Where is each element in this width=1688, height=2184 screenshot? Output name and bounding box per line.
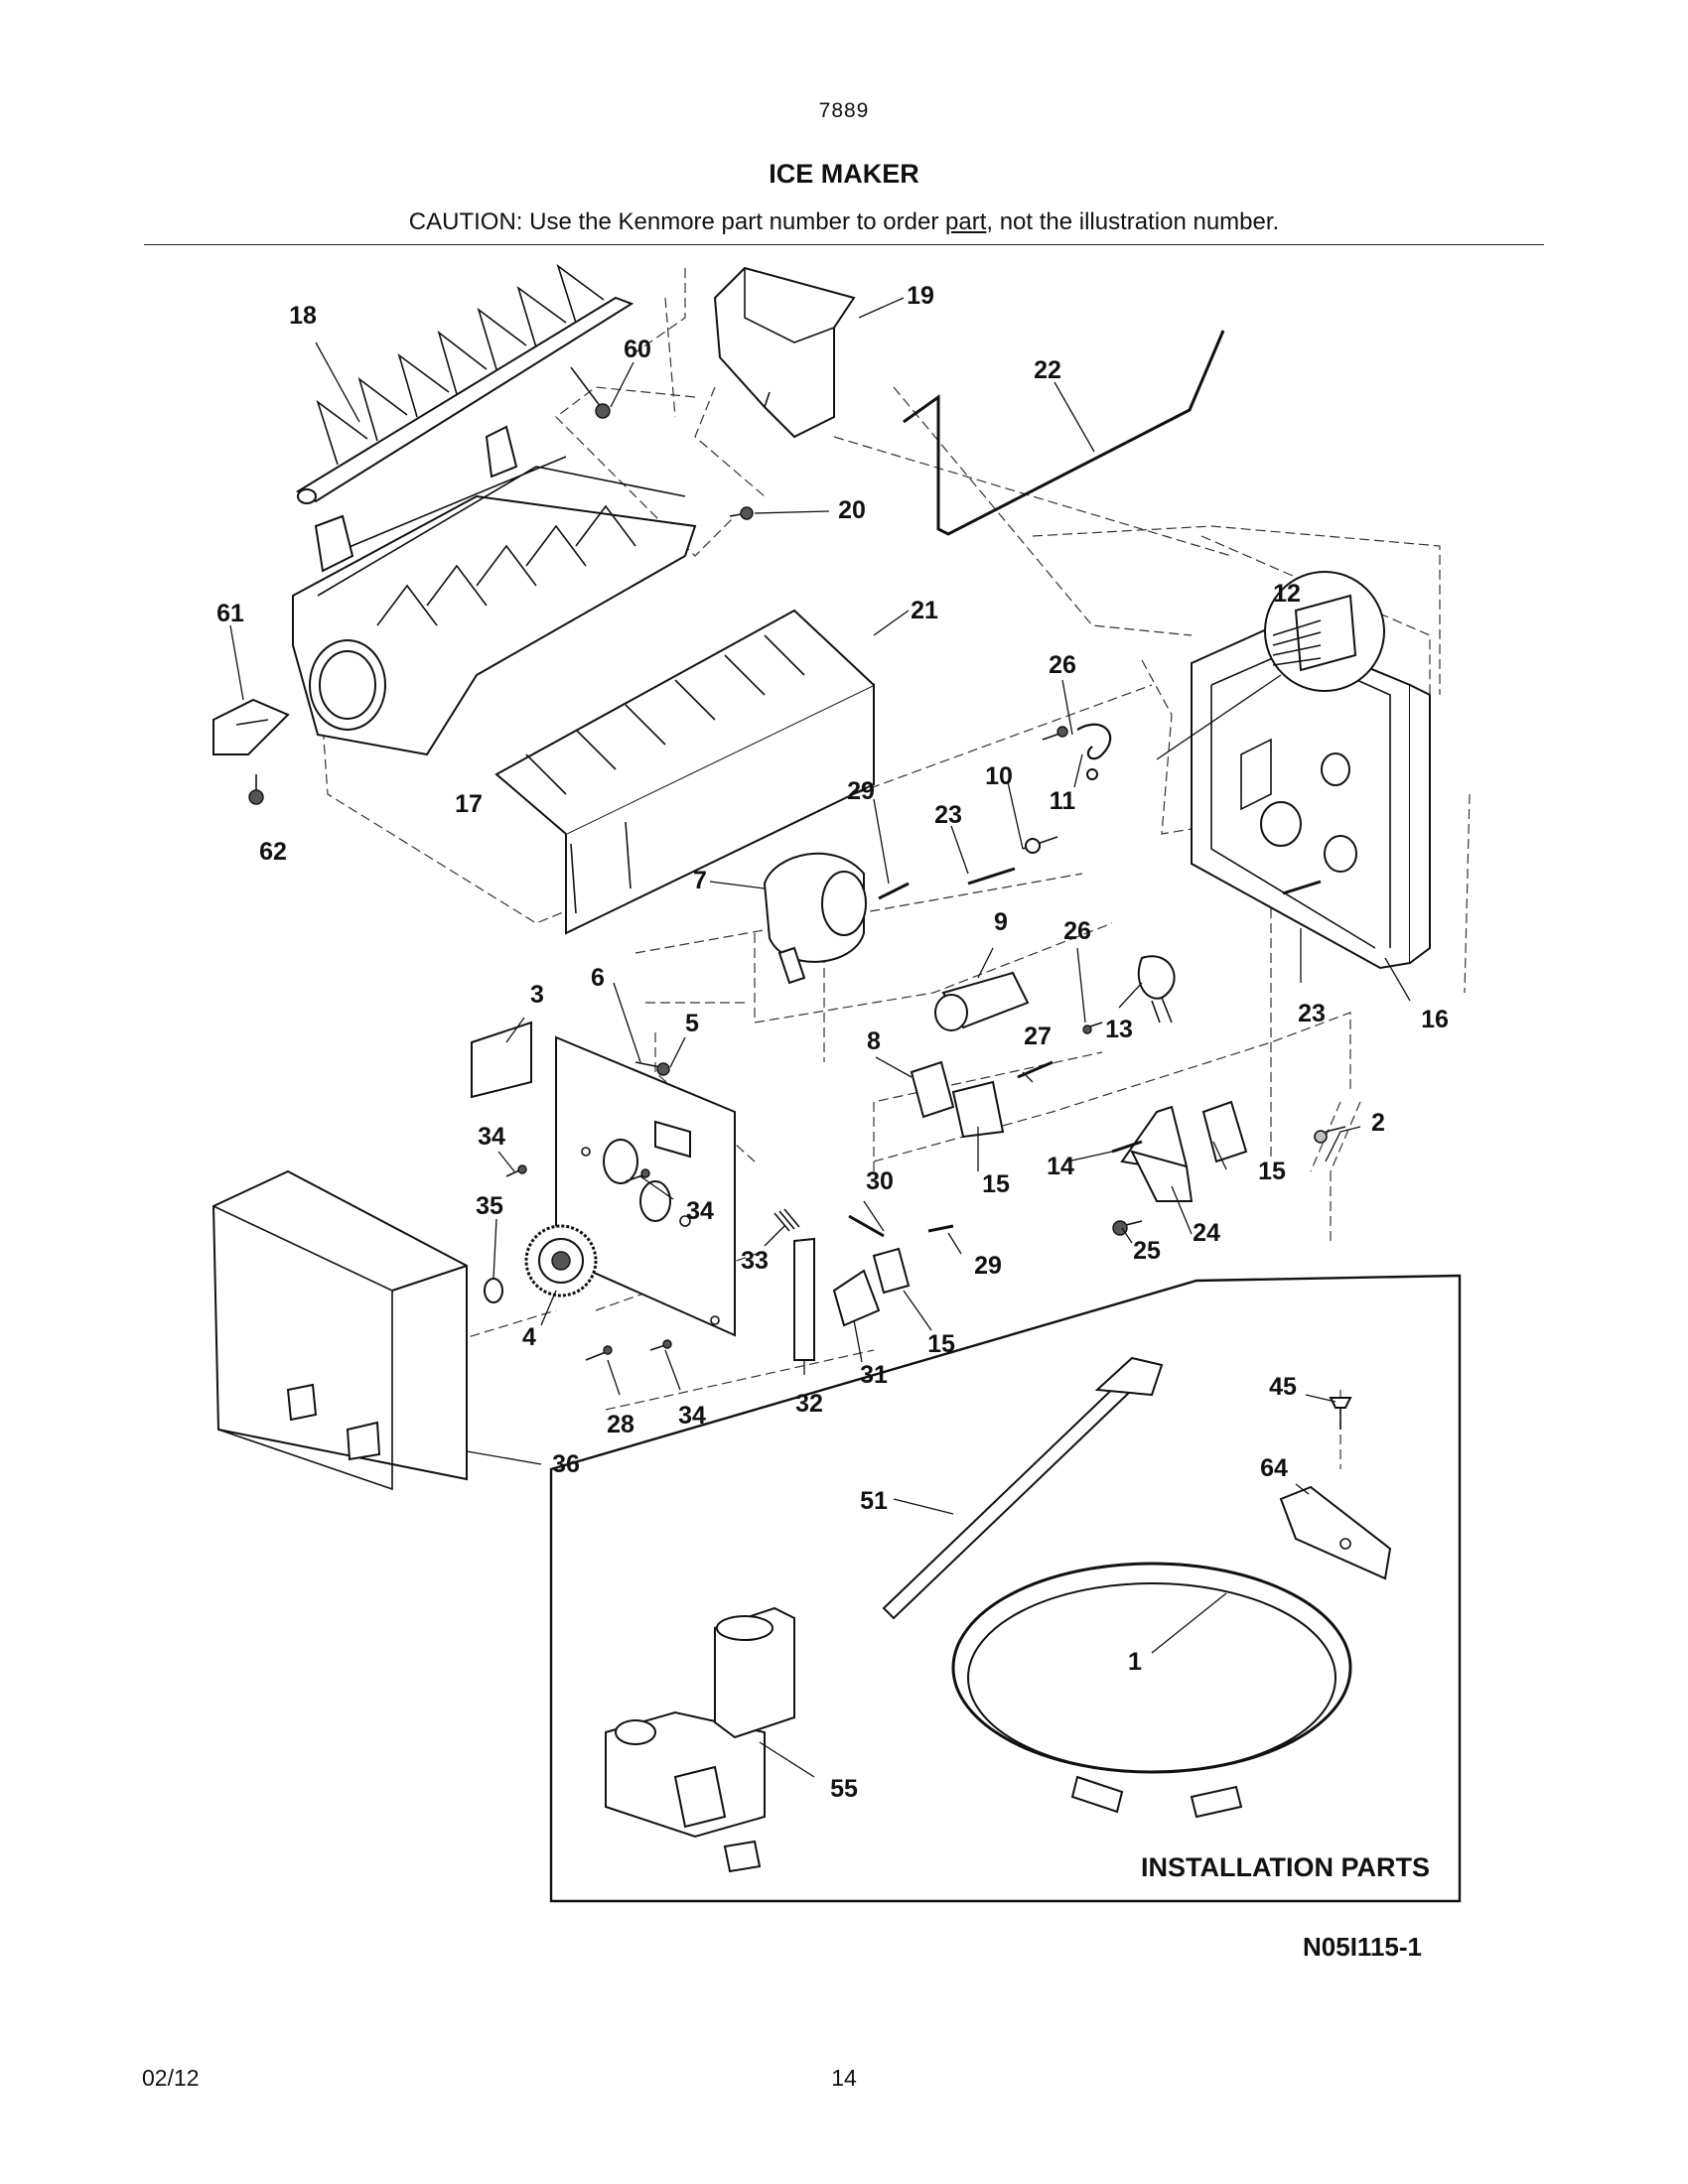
switch-part-15-lower <box>872 1224 954 1295</box>
header-rule <box>144 244 1544 245</box>
callout-10: 10 <box>985 762 1013 790</box>
screws-60-20 <box>570 366 754 520</box>
callout-26-upper: 26 <box>1049 651 1076 679</box>
mold-part-17 <box>292 425 697 756</box>
water-valve-part-55 <box>605 1606 795 1873</box>
callout-29-lower: 29 <box>974 1252 1002 1280</box>
page-number: 14 <box>831 2065 857 2091</box>
callout-7: 7 <box>693 867 707 894</box>
small-hardware-10-11-23-26 <box>967 723 1322 895</box>
callout-2: 2 <box>1371 1109 1385 1137</box>
callout-31: 31 <box>860 1361 888 1389</box>
bracket-part-61 <box>212 698 290 755</box>
callout-28: 28 <box>607 1411 634 1438</box>
callout-23-lower: 23 <box>1298 1000 1326 1027</box>
callout-15-right: 15 <box>1258 1158 1286 1185</box>
footer-date: 02/12 <box>142 2065 200 2091</box>
clamp-part-64 <box>1279 1485 1392 1580</box>
callout-1: 1 <box>1128 1648 1142 1676</box>
screw-part-6 <box>634 1061 670 1076</box>
callout-23-upper: 23 <box>934 801 962 829</box>
callout-14: 14 <box>1047 1153 1074 1180</box>
cover-part-19 <box>713 266 856 439</box>
callout-18: 18 <box>289 302 317 330</box>
callout-21: 21 <box>911 597 938 624</box>
screw-part-62 <box>248 774 264 805</box>
lever-part-24 <box>1130 1150 1194 1202</box>
screws-part-34 <box>505 1164 672 1361</box>
model-number: 7889 <box>818 99 870 122</box>
callout-4: 4 <box>522 1323 536 1351</box>
caution-part-word: part <box>945 208 987 235</box>
callout-29-upper: 29 <box>847 777 875 805</box>
callout-12: 12 <box>1273 580 1301 608</box>
callout-8: 8 <box>867 1027 881 1055</box>
shutoff-arm-part-22 <box>903 330 1225 536</box>
callout-35: 35 <box>476 1192 503 1220</box>
bracket-part-32 <box>793 1237 815 1361</box>
callout-22: 22 <box>1034 356 1061 384</box>
caution-text-end: , not the illustration number. <box>986 208 1280 235</box>
callout-13: 13 <box>1105 1016 1133 1043</box>
thermostat-part-9 <box>934 971 1030 1031</box>
heater-part-13 <box>1082 955 1176 1034</box>
screw-part-45 <box>1329 1397 1352 1430</box>
fill-tube-part-51 <box>882 1356 1164 1620</box>
callout-16: 16 <box>1421 1006 1449 1033</box>
callout-26-lower: 26 <box>1063 917 1091 945</box>
caution-text-start: CAUTION: Use the Kenmore part number to … <box>408 208 945 235</box>
callout-15-middle: 15 <box>982 1170 1010 1198</box>
callout-24: 24 <box>1193 1219 1220 1247</box>
switch-assembly-8-15-27 <box>910 1060 1346 1188</box>
callout-27: 27 <box>1024 1023 1052 1050</box>
hardware-30-33 <box>774 1208 885 1238</box>
callout-55: 55 <box>830 1775 858 1803</box>
stripper-part-21 <box>494 609 875 935</box>
washer-part-35 <box>484 1278 503 1303</box>
connector-part-12 <box>1156 571 1385 760</box>
callout-20: 20 <box>838 496 866 524</box>
part-31 <box>832 1269 881 1327</box>
installation-parts-border <box>549 1274 1462 1903</box>
mounting-plate-part-5 <box>555 1035 736 1337</box>
callout-leaders <box>229 297 1411 1778</box>
callout-9: 9 <box>994 908 1008 936</box>
label-part-3 <box>471 1021 532 1099</box>
callout-34-left: 34 <box>478 1123 505 1151</box>
callout-numbers: 18 60 19 22 20 21 61 17 62 12 26 10 11 2… <box>216 282 1449 1803</box>
caution-note: CAUTION: Use the Kenmore part number to … <box>0 208 1688 236</box>
callout-11: 11 <box>1050 787 1076 815</box>
ejector-part-18 <box>296 263 634 504</box>
callout-36: 36 <box>552 1450 580 1478</box>
callout-17: 17 <box>455 790 483 818</box>
water-line-part-1 <box>951 1562 1352 1819</box>
housing-part-16 <box>1191 625 1431 970</box>
callout-30: 30 <box>866 1167 894 1195</box>
gear-part-4 <box>524 1224 598 1297</box>
installation-parts-label: INSTALLATION PARTS <box>1141 1852 1430 1882</box>
callout-45: 45 <box>1269 1373 1297 1401</box>
page-title: ICE MAKER <box>769 159 919 189</box>
callout-3: 3 <box>530 981 544 1009</box>
callout-51: 51 <box>860 1487 888 1515</box>
callout-33: 33 <box>741 1247 769 1275</box>
callout-25: 25 <box>1133 1237 1161 1265</box>
callout-6: 6 <box>591 964 605 992</box>
callout-34-bottom: 34 <box>678 1402 706 1430</box>
screw-part-25 <box>1112 1220 1143 1236</box>
callout-34-middle: 34 <box>686 1197 714 1225</box>
callout-61: 61 <box>216 600 244 627</box>
figure-code: N05I115-1 <box>1303 1932 1422 1962</box>
callout-32: 32 <box>795 1390 823 1418</box>
callout-60: 60 <box>624 336 651 363</box>
callout-64: 64 <box>1260 1454 1288 1482</box>
motor-part-7 <box>763 852 910 985</box>
callout-19: 19 <box>907 282 934 310</box>
callout-15-lower: 15 <box>927 1330 955 1358</box>
callout-5: 5 <box>685 1010 699 1037</box>
front-cover-part-36 <box>211 1169 468 1491</box>
callout-62: 62 <box>259 838 287 866</box>
